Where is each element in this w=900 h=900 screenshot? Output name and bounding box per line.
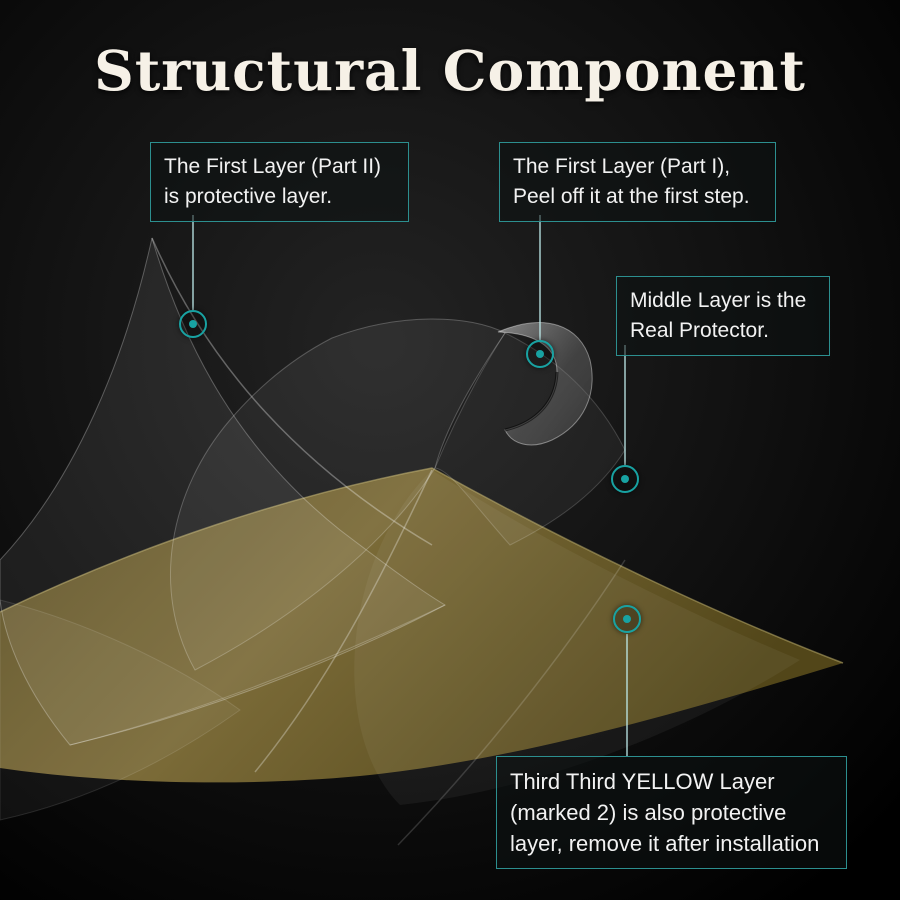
film-left-highlight (151, 237, 433, 546)
callout-line: Real Protector. (630, 319, 769, 342)
callout-first-layer-part2: The First Layer (Part II) is protective … (150, 142, 409, 222)
yellow-layer-top-edge (0, 467, 844, 664)
layer-marker-middle-icon (611, 465, 639, 493)
marker-dot (621, 475, 629, 483)
connector-line-part2 (192, 215, 194, 310)
marker-dot (189, 320, 197, 328)
callout-line: The First Layer (Part I), (513, 155, 731, 178)
connector-line-middle (624, 345, 626, 465)
film-curl-shape (497, 322, 593, 446)
callout-line: Middle Layer is the (630, 289, 807, 312)
callout-line: is protective layer. (164, 185, 333, 208)
marker-dot (623, 615, 631, 623)
film-curl-shadow (504, 371, 559, 432)
connector-line-part1 (539, 215, 541, 340)
callout-yellow-layer: Third Third YELLOW Layer (marked 2) is a… (496, 756, 847, 869)
page-title: Structural Component (94, 38, 806, 103)
callout-line: Third Third YELLOW Layer (510, 769, 775, 794)
layer-marker-yellow-icon (613, 605, 641, 633)
layer-marker-part1-icon (526, 340, 554, 368)
callout-line: Peel off it at the first step. (513, 185, 750, 208)
film-left-shape (0, 237, 447, 746)
callout-line: The First Layer (Part II) (164, 155, 382, 178)
marker-dot (536, 350, 544, 358)
film-center-shape (170, 318, 506, 671)
callout-line: layer, remove it after installation (510, 831, 820, 856)
film-edge-2 (397, 559, 626, 846)
connector-line-yellow (626, 634, 628, 756)
film-bottom-left (0, 599, 241, 821)
callout-line: (marked 2) is also protective (510, 800, 787, 825)
film-left-bottom-edge (69, 604, 446, 746)
callout-middle-layer: Middle Layer is the Real Protector. (616, 276, 830, 356)
layer-marker-part2-icon (179, 310, 207, 338)
film-sheen (354, 470, 800, 805)
film-edge-1 (254, 469, 433, 773)
yellow-layer-shape (0, 468, 843, 783)
callout-first-layer-part1: The First Layer (Part I), Peel off it at… (499, 142, 776, 222)
